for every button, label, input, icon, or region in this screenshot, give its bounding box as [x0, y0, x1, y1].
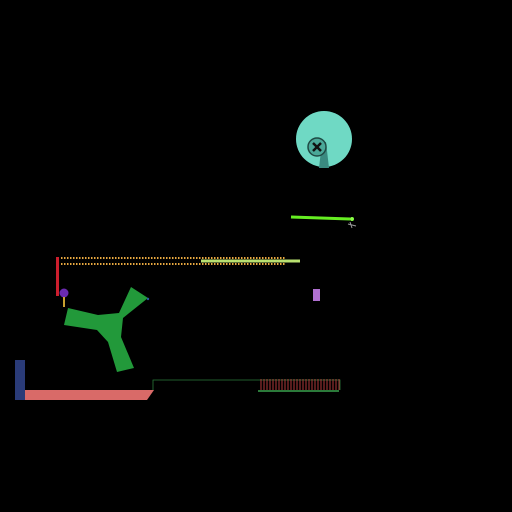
- red-pole: [56, 257, 59, 296]
- ground-strip: [258, 390, 339, 392]
- goal-ball[interactable]: [296, 111, 352, 168]
- close-icon[interactable]: [307, 137, 327, 157]
- spinner[interactable]: [64, 287, 150, 372]
- dotted-rail: [61, 257, 300, 265]
- spinner-blades: [64, 287, 148, 372]
- wall-post: [15, 360, 25, 400]
- small-ball-body: [59, 288, 69, 298]
- spinner-marker: [146, 297, 150, 301]
- launch-ramp-tip: [350, 217, 354, 221]
- spike-strip: [260, 379, 340, 390]
- launch-ramp[interactable]: [290, 215, 357, 229]
- purple-block[interactable]: [313, 289, 320, 301]
- small-ball[interactable]: [59, 288, 69, 308]
- launch-ramp-bar: [290, 215, 351, 221]
- track-outline: [152, 379, 341, 390]
- launch-ramp-hinge: [347, 221, 357, 229]
- small-ball-stem: [63, 297, 65, 307]
- platform: [25, 390, 154, 400]
